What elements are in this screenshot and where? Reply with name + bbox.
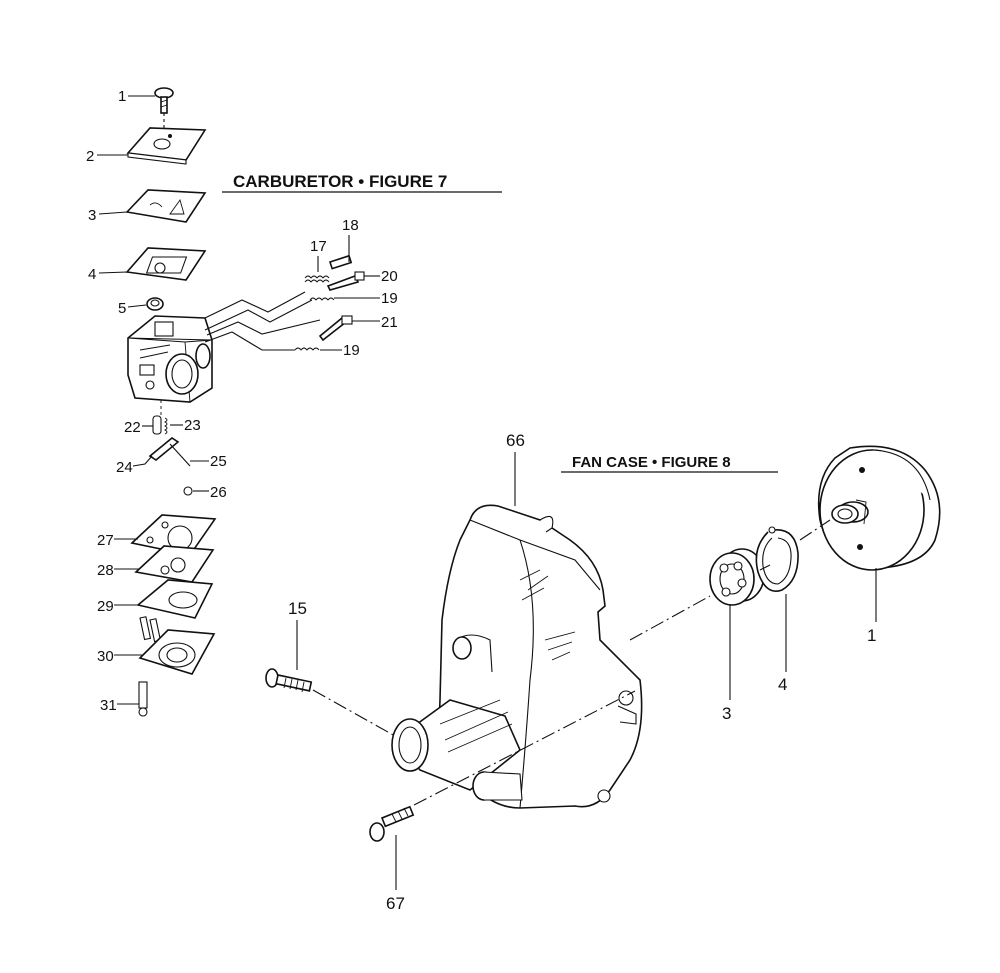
callout-label: 66 [506,431,525,450]
fan-case-figure: FAN CASE • FIGURE 8 [265,431,941,913]
callout-label: 24 [116,459,133,476]
callout-label: 20 [381,268,398,285]
carb-callouts: 1 2 3 4 5 17 18 20 19 21 19 22 23 [86,88,398,714]
fan-case-part-15-bolt [265,668,313,693]
fan-case-part-3-bearing [709,548,765,606]
callout-label: 28 [97,562,114,579]
carb-part-3-gasket [125,189,207,223]
callout-label: 19 [381,290,398,307]
centerline-bolt-15 [312,689,396,737]
callout-label: 21 [381,314,398,331]
centerline-clutch [759,519,831,571]
callout-label: 5 [118,300,126,317]
callout-label: 27 [97,532,114,549]
callout-label: 2 [86,148,94,165]
carb-part-1-screw [154,87,174,132]
callout-label: 4 [778,675,787,694]
callout-label: 29 [97,598,114,615]
centerline-fan-case [629,595,711,641]
callout-label: 3 [722,704,731,723]
callout-label: 26 [210,484,227,501]
callout-label: 1 [867,626,876,645]
callout-label: 18 [342,217,359,234]
carb-part-5-seal [146,297,164,311]
fan-case-part-4-snap-ring [755,526,799,592]
callout-label: 67 [386,894,405,913]
callout-label: 17 [310,238,327,255]
callout-label: 22 [124,419,141,436]
callout-label: 19 [343,342,360,359]
fan-case-part-66 [391,504,643,809]
carb-needles [294,254,365,351]
callout-label: 25 [210,453,227,470]
callout-label: 4 [88,266,96,283]
carb-pump-stack [130,514,217,717]
callout-label: 31 [100,697,117,714]
carb-part-2-cover [126,127,207,165]
centerline-bolt-67 [413,690,636,806]
fan-case-part-67-bolt [369,805,415,842]
fan-case-part-1-clutch-drum [817,445,941,571]
carb-part-4-diaphragm [125,247,207,281]
carburetor-figure: CARBURETOR • FIGURE 7 [86,87,502,717]
callout-label: 30 [97,648,114,665]
carburetor-title: CARBURETOR • FIGURE 7 [233,172,447,191]
callout-label: 3 [88,207,96,224]
fan-case-title: FAN CASE • FIGURE 8 [572,454,731,471]
callout-label: 15 [288,599,307,618]
carb-inlet-valve [148,400,193,496]
callout-label: 1 [118,88,126,105]
carb-body [127,291,321,403]
callout-label: 23 [184,417,201,434]
